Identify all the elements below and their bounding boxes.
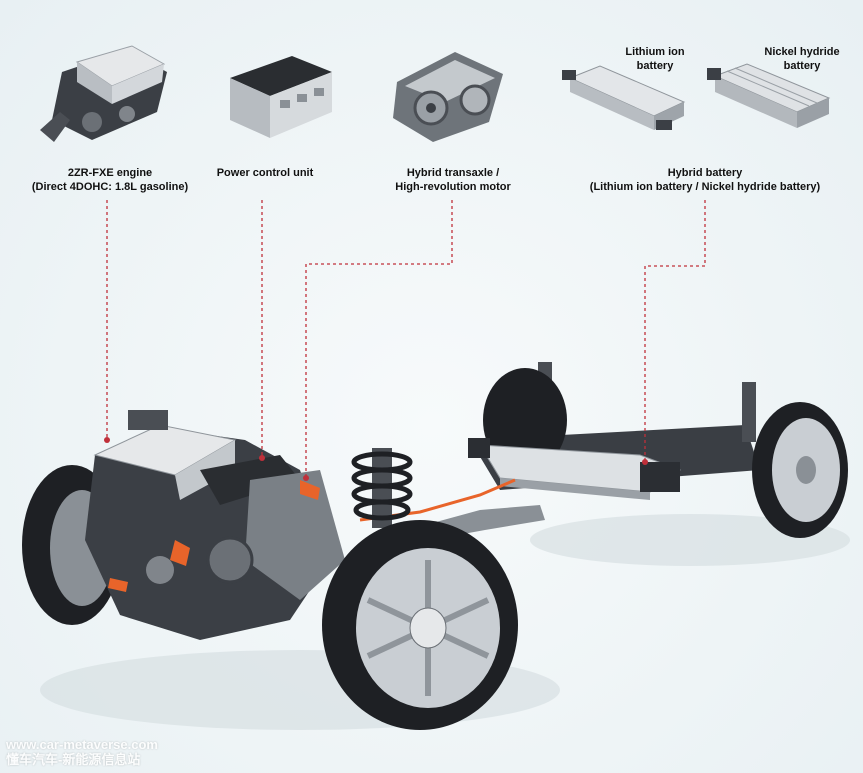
- transaxle-label: Hybrid transaxle / High-revolution motor: [378, 166, 528, 194]
- engine-label-line2: (Direct 4DOHC: 1.8L gasoline): [31, 181, 189, 193]
- transaxle-leader-line: [305, 200, 453, 478]
- engine-block: [85, 410, 345, 640]
- hybrid-battery-mounted: [468, 438, 682, 500]
- front-coil-spring: [351, 448, 413, 528]
- nickel-battery-thumbnail: [707, 63, 831, 128]
- lithium-label-line1: Lithium ion: [625, 46, 685, 58]
- battery-leader-line: [644, 200, 706, 462]
- rear-shock-right: [742, 382, 756, 442]
- battery-label-line2: (Lithium ion battery / Nickel hydride ba…: [589, 181, 821, 193]
- front-right-wheel: [322, 520, 518, 730]
- leader-endpoints: [104, 437, 648, 481]
- lithium-label: Lithium ion battery: [610, 45, 700, 73]
- nickel-label: Nickel hydride battery: [752, 45, 852, 73]
- watermark-site-name: 懂车汽车-新能源信息站: [6, 752, 141, 767]
- nickel-label-line2: battery: [783, 60, 821, 72]
- engine-thumbnail: [40, 45, 167, 142]
- engine-label: 2ZR-FXE engine (Direct 4DOHC: 1.8L gasol…: [20, 166, 200, 194]
- watermark-url: www.car-metaverse.com: [6, 737, 158, 752]
- watermark: www.car-metaverse.com 懂车汽车-新能源信息站: [6, 737, 158, 767]
- pcu-thumbnail: [230, 56, 332, 138]
- leader-lines: [106, 200, 706, 478]
- battery-label: Hybrid battery (Lithium ion battery / Ni…: [575, 166, 835, 194]
- battery-label-line1: Hybrid battery: [667, 167, 743, 179]
- rear-right-wheel: [752, 402, 848, 538]
- ground-shadow-rear: [530, 514, 850, 566]
- pcu-label: Power control unit: [205, 166, 325, 180]
- lithium-label-line2: battery: [636, 60, 674, 72]
- lithium-battery-thumbnail: [562, 65, 686, 130]
- transaxle-thumbnail: [393, 52, 503, 142]
- nickel-label-line1: Nickel hydride: [764, 46, 840, 58]
- pcu-label-line1: Power control unit: [216, 167, 314, 179]
- transaxle-label-line1: Hybrid transaxle /: [406, 167, 500, 179]
- transaxle-label-line2: High-revolution motor: [395, 181, 511, 193]
- engine-label-line1: 2ZR-FXE engine: [67, 167, 153, 179]
